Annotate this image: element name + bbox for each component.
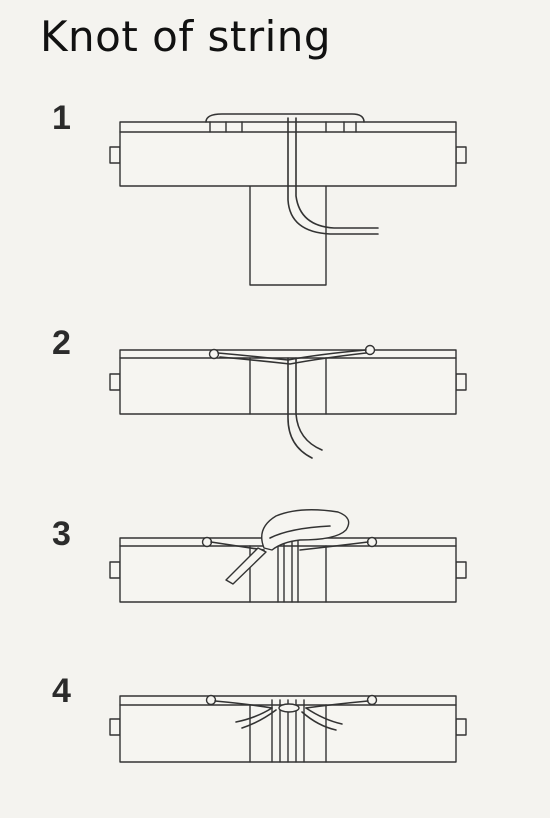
step-1-illustration xyxy=(109,113,467,286)
page-title: Knot of string xyxy=(40,12,332,61)
step-3-string-right xyxy=(299,541,369,551)
step-2-right-eyelet xyxy=(364,344,376,356)
step-number-4: 4 xyxy=(52,672,71,710)
step-number-1: 1 xyxy=(52,99,71,137)
step-1-string-strand-b xyxy=(295,117,379,229)
step-1-string-strand-a xyxy=(287,117,379,235)
step-2-left-eyelet xyxy=(208,348,220,360)
step-1-top-string xyxy=(205,113,365,123)
step-2-right-peg xyxy=(455,373,467,391)
step-2-left-peg xyxy=(109,373,121,391)
step-1-right-peg xyxy=(455,146,467,164)
step-4-string-left xyxy=(214,700,273,709)
step-3-left-eyelet xyxy=(201,536,213,548)
step-3-illustration xyxy=(109,509,467,603)
step-4-right-peg xyxy=(455,718,467,736)
step-4-string-right xyxy=(305,700,369,709)
step-2-string-down-a xyxy=(287,357,313,459)
step-3-string-tail xyxy=(225,547,267,585)
step-4-knot xyxy=(278,703,300,713)
step-1-left-peg xyxy=(109,146,121,164)
step-4-bow-right xyxy=(301,707,343,731)
step-3-right-eyelet xyxy=(366,536,378,548)
step-4-left-eyelet xyxy=(205,694,217,706)
step-4-right-eyelet xyxy=(366,694,378,706)
step-number-3: 3 xyxy=(52,515,71,553)
step-4-illustration xyxy=(109,694,467,763)
step-3-string-loop xyxy=(261,509,350,551)
step-3-left-peg xyxy=(109,561,121,579)
step-number-2: 2 xyxy=(52,324,71,362)
step-3-right-peg xyxy=(455,561,467,579)
step-2-string-down-b xyxy=(295,357,323,451)
step-2-illustration xyxy=(109,344,467,459)
step-4-bow-left xyxy=(235,707,277,729)
step-4-left-peg xyxy=(109,718,121,736)
step-3-box xyxy=(119,537,457,603)
